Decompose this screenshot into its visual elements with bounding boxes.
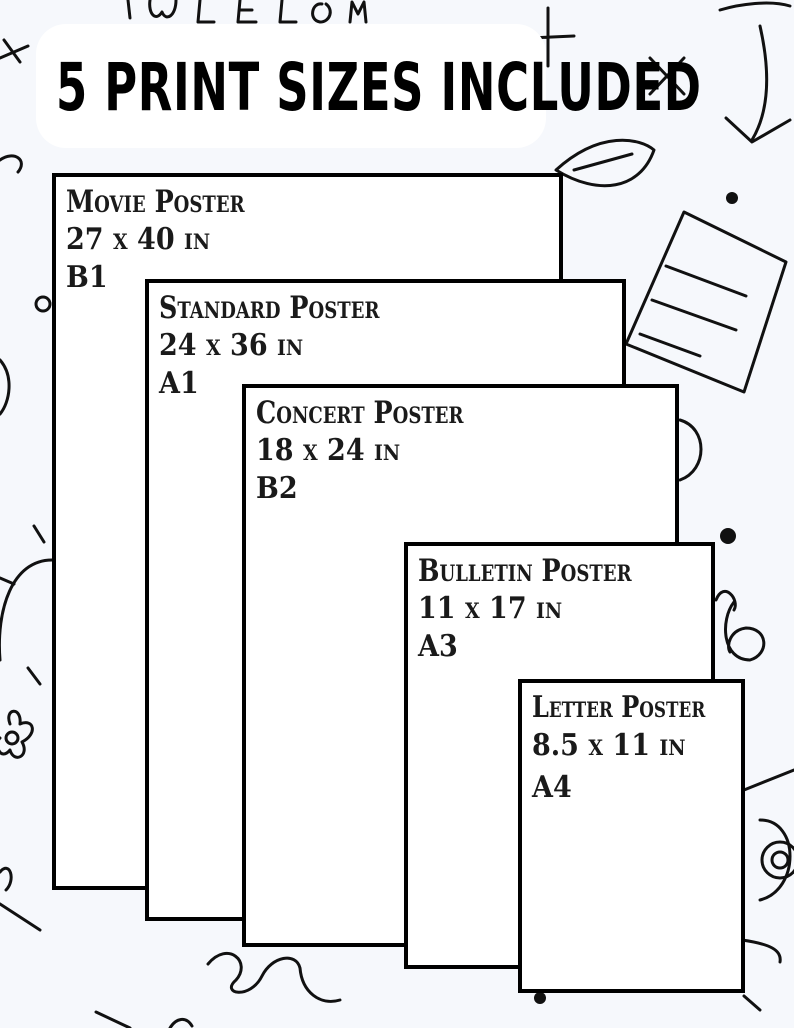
title-banner [36, 24, 546, 148]
size-card-letter-poster: Letter Poster 8.5 x 11 in A4 [518, 679, 745, 993]
size-dimensions: 8.5 x 11 in [532, 728, 686, 763]
size-name: Standard Poster [159, 290, 380, 326]
page-title: 5 PRINT SIZES INCLUDED [56, 49, 702, 126]
paper-size-code: A4 [532, 770, 572, 805]
size-dimensions: 18 x 24 in [256, 433, 401, 468]
size-name: Concert Poster [256, 395, 464, 431]
size-dimensions: 27 x 40 in [66, 222, 211, 257]
size-dimensions: 24 x 36 in [159, 328, 304, 363]
paper-size-code: B1 [66, 260, 108, 295]
paper-size-code: B2 [256, 471, 298, 506]
size-name: Bulletin Poster [418, 553, 632, 589]
size-dimensions: 11 x 17 in [418, 591, 563, 626]
size-name: Letter Poster [532, 690, 706, 725]
size-name: Movie Poster [66, 184, 245, 220]
paper-size-code: A1 [159, 366, 199, 401]
paper-size-code: A3 [418, 629, 458, 664]
